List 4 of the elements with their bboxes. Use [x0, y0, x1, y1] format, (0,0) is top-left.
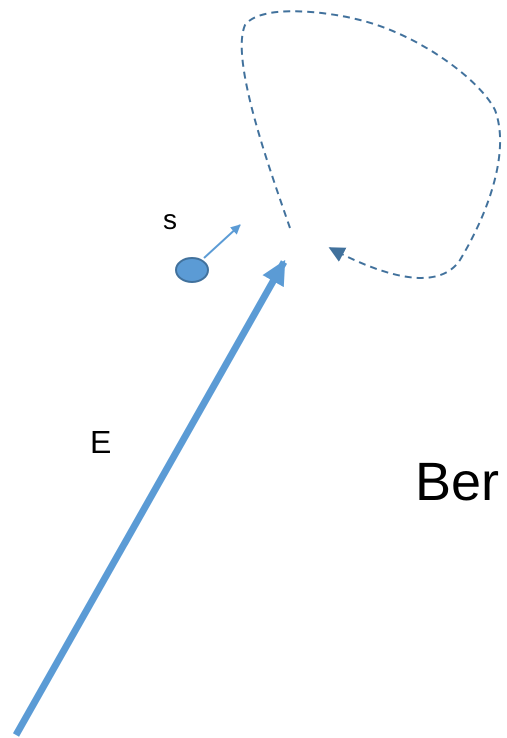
particle — [175, 257, 209, 283]
symbol-label: E — [90, 426, 112, 458]
text-label: Ber — [415, 455, 500, 509]
symbol-label: s — [163, 206, 177, 234]
